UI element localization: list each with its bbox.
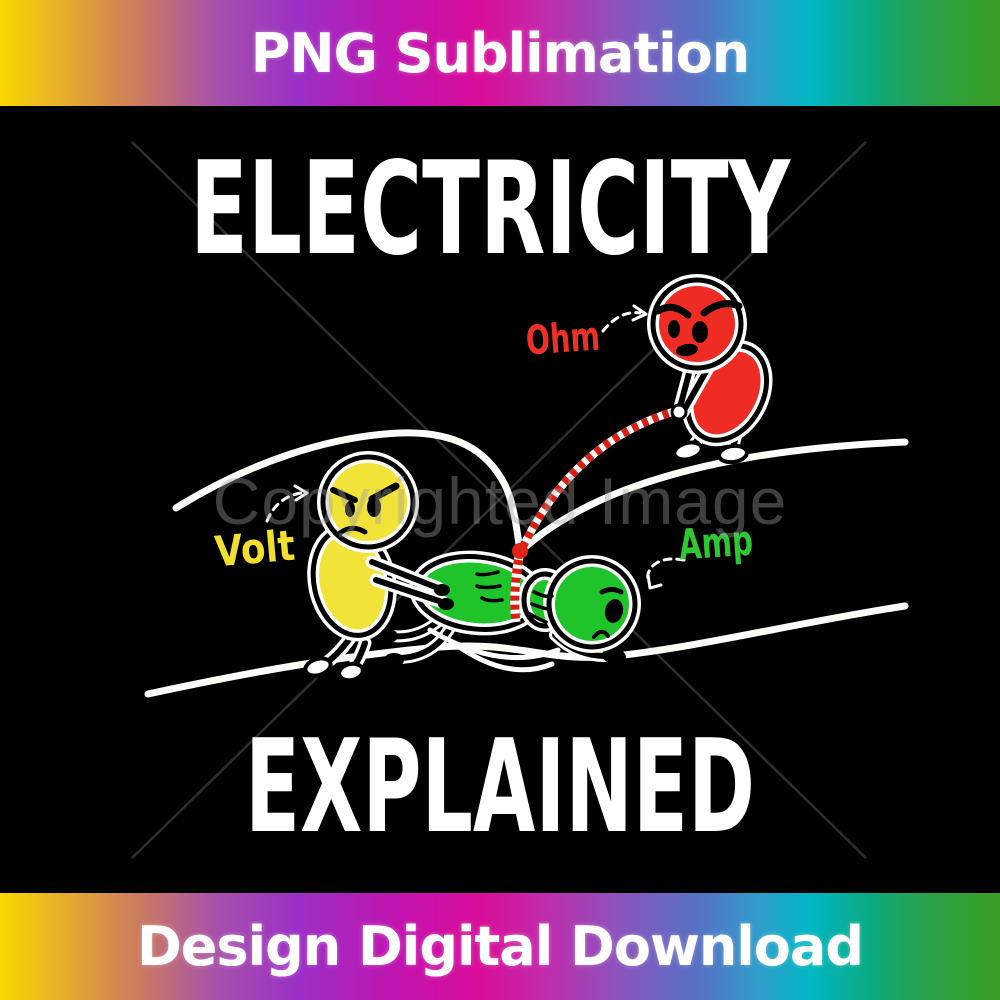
hill-lines <box>144 429 909 698</box>
design-area: Ohm Volt Amp ELECTRICITY EXPLAINED Copyr… <box>0 106 1000 893</box>
watermark-cross-lines <box>131 141 867 859</box>
title-explained: EXPLAINED <box>245 713 755 862</box>
top-banner-label: PNG Sublimation <box>250 21 750 85</box>
bottom-banner-label: Design Digital Download <box>136 915 864 978</box>
ohm-label: Ohm <box>524 313 601 364</box>
amp-label: Amp <box>677 515 754 569</box>
ohm-arrow <box>601 311 642 333</box>
amp-character <box>378 543 641 673</box>
top-banner: PNG Sublimation <box>0 0 1000 106</box>
volt-character <box>303 451 454 683</box>
volt-arrow <box>265 491 303 523</box>
amp-arrow <box>646 557 686 585</box>
rope-waist-band <box>510 550 525 623</box>
ground-line-bottom <box>144 602 909 698</box>
rope <box>517 406 681 553</box>
scene-illustration: Ohm Volt Amp ELECTRICITY EXPLAINED <box>131 135 909 862</box>
volt-label: Volt <box>213 521 297 577</box>
squeeze-marks <box>475 570 554 624</box>
title-electricity: ELECTRICITY <box>190 135 791 284</box>
ohm-face <box>654 300 743 357</box>
ohm-character <box>647 274 773 465</box>
volt-face <box>330 482 400 536</box>
hill-line-right <box>516 438 909 556</box>
rope-knot <box>512 543 528 559</box>
hill-line-left <box>172 429 524 556</box>
amp-face <box>592 587 624 639</box>
label-arrows <box>265 304 686 590</box>
bottom-banner: Design Digital Download <box>0 893 1000 1000</box>
